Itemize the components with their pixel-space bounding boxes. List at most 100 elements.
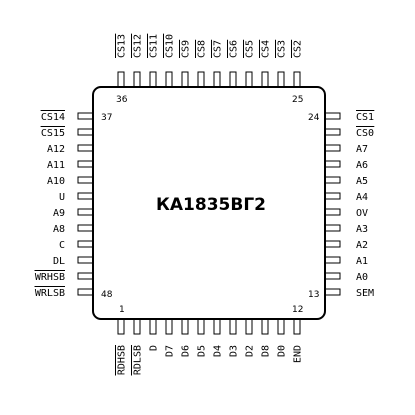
pin-u bbox=[77, 192, 94, 200]
pin-d8 bbox=[261, 318, 269, 335]
pin-cs5 bbox=[245, 71, 253, 88]
pin-label-cs11: CS11 bbox=[149, 34, 160, 58]
pin-label-a2: A2 bbox=[356, 240, 368, 251]
pin-label-cs2: CS2 bbox=[293, 40, 304, 58]
pin-a10 bbox=[77, 176, 94, 184]
pin-d7 bbox=[165, 318, 173, 335]
pin-a5 bbox=[324, 176, 341, 184]
pin-label-a7: A7 bbox=[356, 144, 368, 155]
pin-d5 bbox=[197, 318, 205, 335]
pin-label-d: D bbox=[149, 345, 160, 351]
pin-label-d5: D5 bbox=[197, 345, 208, 357]
pin-label-cs8: CS8 bbox=[197, 40, 208, 58]
pin-cs8 bbox=[197, 71, 205, 88]
pin-label-a0: A0 bbox=[356, 272, 368, 283]
pin-label-cs10: CS10 bbox=[165, 34, 176, 58]
pin-rdhsb bbox=[117, 318, 125, 335]
pin-label-rdhsb: RDHSB bbox=[117, 345, 128, 375]
pin-cs12 bbox=[133, 71, 141, 88]
pin-number-37: 37 bbox=[101, 113, 112, 123]
pin-label-a10: A10 bbox=[47, 176, 65, 187]
pin-wrhsb bbox=[77, 272, 94, 280]
pin-d0 bbox=[277, 318, 285, 335]
pin-a4 bbox=[324, 192, 341, 200]
pin-label-cs6: CS6 bbox=[229, 40, 240, 58]
pin-label-cs13: CS13 bbox=[117, 34, 128, 58]
pin-label-a6: A6 bbox=[356, 160, 368, 171]
pin-end bbox=[293, 318, 301, 335]
pin-label-end: END bbox=[293, 345, 304, 363]
pin-label-wrhsb: WRHSB bbox=[35, 272, 65, 283]
pin-a1 bbox=[324, 256, 341, 264]
pin-number-25: 25 bbox=[292, 95, 303, 105]
pin-a8 bbox=[77, 224, 94, 232]
pin-label-cs5: CS5 bbox=[245, 40, 256, 58]
pin-cs9 bbox=[181, 71, 189, 88]
pin-ov bbox=[324, 208, 341, 216]
pin-label-a8: A8 bbox=[53, 224, 65, 235]
pin-cs15 bbox=[77, 128, 94, 136]
pin-label-dl: DL bbox=[53, 256, 65, 267]
pin-label-cs3: CS3 bbox=[277, 40, 288, 58]
pin-label-cs12: CS12 bbox=[133, 34, 144, 58]
pin-cs6 bbox=[229, 71, 237, 88]
pin-c bbox=[77, 240, 94, 248]
pin-label-d8: D8 bbox=[261, 345, 272, 357]
pin-a0 bbox=[324, 272, 341, 280]
pin-cs4 bbox=[261, 71, 269, 88]
pin-label-d7: D7 bbox=[165, 345, 176, 357]
pin-label-d6: D6 bbox=[181, 345, 192, 357]
pin-label-cs9: CS9 bbox=[181, 40, 192, 58]
pin-wrlsb bbox=[77, 288, 94, 296]
pin-label-cs1: CS1 bbox=[356, 112, 374, 123]
pin-label-sem: SEM bbox=[356, 288, 374, 299]
pin-a2 bbox=[324, 240, 341, 248]
chip-title: КА1835ВГ2 bbox=[156, 195, 266, 215]
pin-cs2 bbox=[293, 71, 301, 88]
pin-cs13 bbox=[117, 71, 125, 88]
pin-label-a12: A12 bbox=[47, 144, 65, 155]
pin-number-13: 13 bbox=[308, 290, 319, 300]
pin-rdlsb bbox=[133, 318, 141, 335]
pin-label-a9: A9 bbox=[53, 208, 65, 219]
pin-cs3 bbox=[277, 71, 285, 88]
pin-a9 bbox=[77, 208, 94, 216]
pin-label-cs7: CS7 bbox=[213, 40, 224, 58]
pin-label-d2: D2 bbox=[245, 345, 256, 357]
pin-dl bbox=[77, 256, 94, 264]
chip-body bbox=[92, 86, 326, 320]
pin-number-36: 36 bbox=[116, 95, 128, 105]
pin-d2 bbox=[245, 318, 253, 335]
pin-label-wrlsb: WRLSB bbox=[35, 288, 65, 299]
pin-d3 bbox=[229, 318, 237, 335]
pin-number-12: 12 bbox=[292, 305, 303, 315]
pin-cs0 bbox=[324, 128, 341, 136]
pin-d4 bbox=[213, 318, 221, 335]
pin-number-48: 48 bbox=[101, 290, 113, 300]
pin-label-a11: A11 bbox=[47, 160, 65, 171]
pin-a12 bbox=[77, 144, 94, 152]
pin-cs1 bbox=[324, 112, 341, 120]
pin-label-d0: D0 bbox=[277, 345, 288, 357]
pin-d6 bbox=[181, 318, 189, 335]
pin-cs7 bbox=[213, 71, 221, 88]
pin-number-1: 1 bbox=[119, 305, 125, 315]
pin-label-cs14: CS14 bbox=[41, 112, 65, 123]
pin-label-a5: A5 bbox=[356, 176, 368, 187]
pin-label-cs15: CS15 bbox=[41, 128, 65, 139]
pin-number-24: 24 bbox=[308, 113, 320, 123]
pin-label-d3: D3 bbox=[229, 345, 240, 357]
pin-cs10 bbox=[165, 71, 173, 88]
pin-a7 bbox=[324, 144, 341, 152]
pin-label-d4: D4 bbox=[213, 345, 224, 357]
pin-d bbox=[149, 318, 157, 335]
pin-label-a1: A1 bbox=[356, 256, 368, 267]
pin-a3 bbox=[324, 224, 341, 232]
pin-label-u: U bbox=[59, 192, 65, 203]
pin-sem bbox=[324, 288, 341, 296]
pin-label-a3: A3 bbox=[356, 224, 368, 235]
pin-a6 bbox=[324, 160, 341, 168]
pin-label-cs4: CS4 bbox=[261, 40, 272, 58]
pin-a11 bbox=[77, 160, 94, 168]
